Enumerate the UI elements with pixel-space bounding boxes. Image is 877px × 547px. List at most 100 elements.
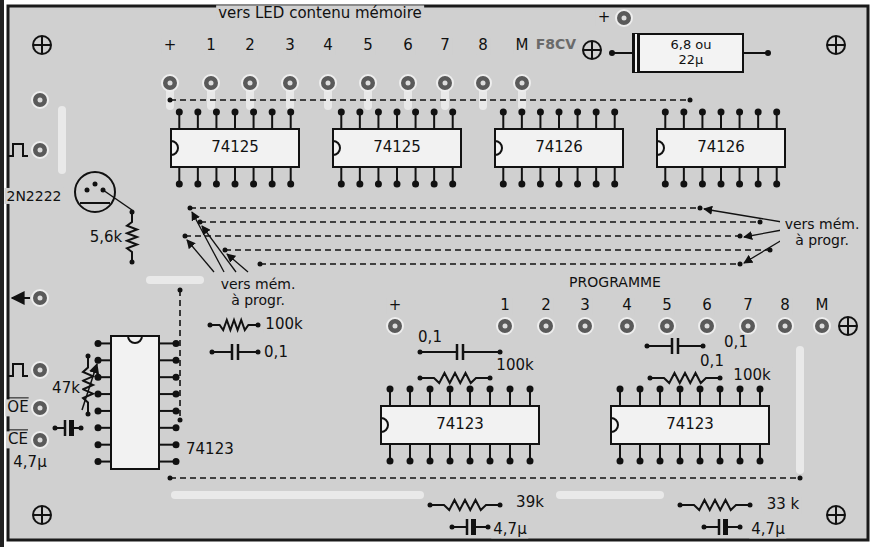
mounting-hole-cross <box>41 506 43 524</box>
ic-pin <box>396 168 398 182</box>
capacitor-plate <box>471 519 476 535</box>
ic-pin <box>409 391 411 405</box>
solder-pad <box>242 75 258 91</box>
part-number: 74123 <box>184 441 236 458</box>
ic-body <box>494 128 624 168</box>
pad-hole <box>248 81 253 86</box>
ic-pin-pad <box>176 109 183 116</box>
ic-pin <box>577 168 579 182</box>
wire-jumper <box>179 290 181 420</box>
resistor-symbol <box>650 373 720 383</box>
label-holder: 0,1 <box>698 353 726 370</box>
capacitor-lead <box>238 351 258 353</box>
ic-pin-pad <box>699 181 706 188</box>
lead-end <box>738 525 743 530</box>
ic-pin-pad <box>95 391 102 398</box>
label-holder: + <box>596 9 613 26</box>
solder-pad <box>514 75 530 91</box>
pad-hole <box>38 148 43 153</box>
ic-pin <box>377 114 379 128</box>
jumper-end <box>688 98 693 103</box>
transistor-lead <box>93 182 98 187</box>
pin-label: 4 <box>321 37 335 54</box>
mounting-hole-cross <box>41 36 43 54</box>
ic-pin <box>415 114 417 128</box>
pulse-symbol <box>8 364 28 376</box>
ic-pin <box>433 114 435 128</box>
wire-jumper <box>190 207 700 209</box>
pin-label: + <box>162 37 179 54</box>
ic-pin <box>757 168 759 182</box>
ic-pin <box>290 114 292 128</box>
label-holder: 8 <box>476 37 490 54</box>
capacitor-plate <box>718 519 721 535</box>
ic-pin-pad <box>447 458 454 465</box>
resistor-symbol <box>420 373 490 383</box>
ic-pin <box>679 391 681 405</box>
jumper-end <box>698 206 703 211</box>
ic-pin <box>720 168 722 182</box>
leader-arrow <box>227 254 248 272</box>
pad-hole <box>544 324 549 329</box>
ic-package: 74126 <box>494 128 624 168</box>
electrolytic-capacitor: 6,8 ou 22µ <box>632 33 744 73</box>
ic-pin-pad <box>338 181 345 188</box>
jumper-end <box>188 206 193 211</box>
pad-hole <box>520 81 525 86</box>
ic-pin-pad <box>250 109 257 116</box>
ic-notch <box>171 141 178 155</box>
part-number: 74125 <box>211 139 259 156</box>
lead-end <box>86 412 91 417</box>
solder-pad <box>699 318 715 334</box>
ic-pin <box>739 168 741 182</box>
ic-pin-pad <box>287 109 294 116</box>
lead-end <box>486 525 491 530</box>
ic-pin-pad <box>427 458 434 465</box>
ic-body <box>380 405 540 445</box>
ic-pin <box>683 168 685 182</box>
wire-jumper <box>260 263 740 265</box>
capacitor-plate <box>64 420 67 436</box>
copper-track <box>175 491 420 499</box>
label-holder: + <box>162 37 179 54</box>
label-holder: M <box>814 297 831 314</box>
text-holder: 74123 <box>436 416 484 433</box>
ic-pin-pad <box>412 181 419 188</box>
jumper-end <box>798 476 803 481</box>
ic-pin-pad <box>269 109 276 116</box>
ic-pin-pad <box>287 181 294 188</box>
ic-pin <box>340 168 342 182</box>
lead-end <box>79 426 84 431</box>
ic-pin <box>509 445 511 459</box>
ic-pin-pad <box>717 458 724 465</box>
ic-pin <box>521 168 523 182</box>
copper-track <box>166 92 174 106</box>
leader-arrow <box>202 226 236 272</box>
leader-arrow <box>192 212 224 272</box>
jumper-end <box>168 476 173 481</box>
solder-pad <box>387 318 403 334</box>
ic-pin-pad <box>338 109 345 116</box>
pad-hole <box>625 324 630 329</box>
ic-pin-pad <box>449 181 456 188</box>
label-holder: 7 <box>438 37 452 54</box>
ic-pin <box>739 114 741 128</box>
signal-name: OE <box>5 399 30 416</box>
ic-pin-pad <box>213 109 220 116</box>
lead-end <box>748 503 753 508</box>
ic-pin <box>664 114 666 128</box>
mounting-hole-cross <box>835 36 837 54</box>
ic-pin-pad <box>95 340 102 347</box>
lead-end <box>645 344 650 349</box>
solder-pad <box>32 290 48 306</box>
pin-label: 2 <box>243 37 257 54</box>
board-marking: F8CV <box>534 36 578 52</box>
ic-pin-pad <box>736 181 743 188</box>
ic-pin-pad <box>680 109 687 116</box>
lead-end <box>86 354 91 359</box>
ic-pin-pad <box>467 386 474 393</box>
ic-pin <box>160 393 174 395</box>
ic-pin-pad <box>773 109 780 116</box>
jumper-end <box>178 288 183 293</box>
ic-pin <box>396 114 398 128</box>
